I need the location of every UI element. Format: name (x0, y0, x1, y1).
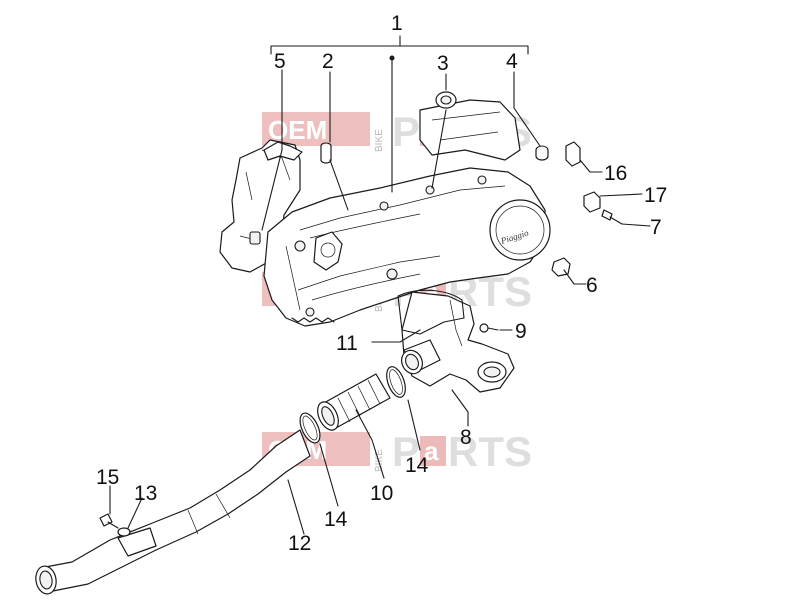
callout-12: 12 (288, 532, 311, 555)
watermark-p-text: P (392, 108, 420, 155)
intake-tube-12 (35, 429, 311, 595)
hose-clamp-14-lower (299, 412, 321, 444)
watermark-bike-text: BIKE (374, 129, 385, 152)
washer-13 (117, 527, 131, 537)
gasket-11 (397, 289, 465, 335)
callout-5: 5 (274, 50, 286, 73)
callout-17: 17 (644, 184, 667, 207)
callout-14-upper: 14 (405, 454, 429, 477)
watermark-oem-text: OEM (268, 115, 327, 145)
callout-1: 1 (391, 12, 403, 35)
clip-16 (565, 141, 581, 167)
cover-emblem-disc (489, 199, 551, 261)
gasket-5 (263, 141, 303, 161)
oil-seal-3 (435, 91, 457, 109)
watermark-rts-text: RTS (448, 428, 532, 475)
watermark-p-text: P (392, 428, 420, 475)
watermark-a-text: a (424, 436, 439, 466)
callout-3: 3 (437, 52, 449, 75)
air-intake-duct-8 (401, 291, 515, 393)
leader-lines (109, 35, 651, 535)
callout-13: 13 (134, 482, 157, 505)
callout-7: 7 (650, 216, 662, 239)
callout-11: 11 (336, 332, 358, 355)
clip-6 (551, 257, 571, 277)
bellows-hose-10 (317, 373, 391, 431)
callout-15: 15 (96, 466, 119, 489)
callout-2: 2 (322, 50, 334, 73)
watermark-a-box (420, 436, 446, 466)
screw-9 (479, 323, 499, 333)
callout-14-lower: 14 (324, 508, 348, 531)
screw-7 (601, 209, 623, 225)
callout-6: 6 (586, 274, 598, 297)
hose-clamp-14-upper (386, 366, 406, 398)
transmission-cover: Piaggio (263, 167, 551, 327)
callout-4: 4 (506, 50, 518, 73)
dowel-pin-2 (320, 142, 332, 164)
callout-9: 9 (515, 320, 527, 343)
watermark-oem-box (262, 112, 370, 146)
clip-17 (583, 191, 601, 213)
callout-16: 16 (604, 162, 627, 185)
callout-8: 8 (460, 426, 472, 449)
screw-15 (99, 513, 119, 529)
dowel-4 (535, 145, 549, 161)
callouts: 1 2 3 4 5 6 7 8 9 10 11 12 13 14 14 15 1… (96, 12, 667, 555)
callout-10: 10 (370, 482, 393, 505)
watermark-bike-text: BIKE (374, 449, 385, 472)
